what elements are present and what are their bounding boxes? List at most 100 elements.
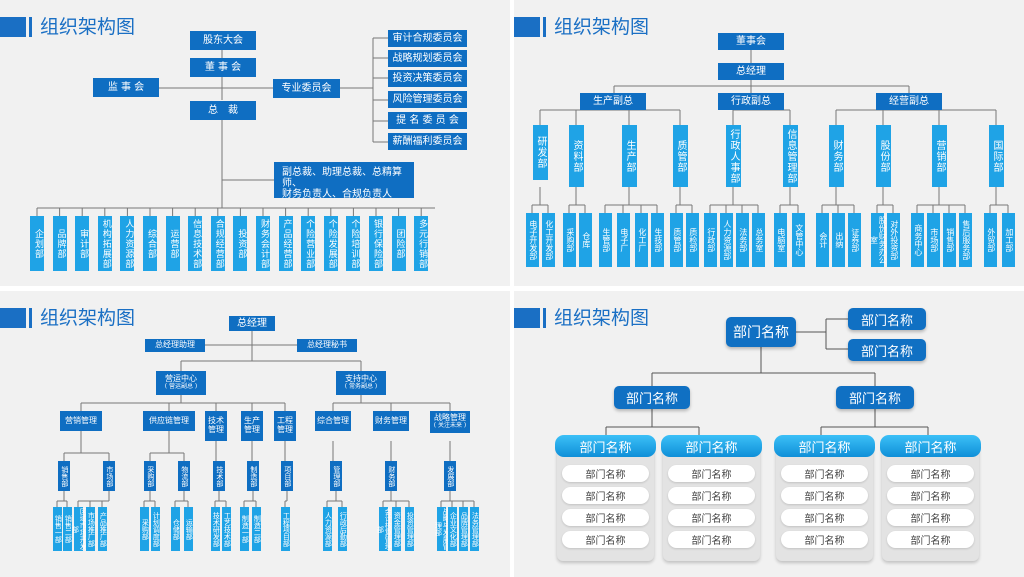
title-text: 组织架构图: [40, 307, 136, 329]
department-box: 信息管理部: [783, 125, 798, 187]
sub-department-box: 化工开发部: [542, 213, 555, 267]
committee-box: 战略规划委员会: [388, 50, 467, 67]
dept-card-header: 部门名称: [661, 435, 762, 457]
sub-department-box: 文管中心: [792, 213, 805, 267]
department-box: 财务部: [829, 125, 844, 187]
connector-lines: [531, 50, 1009, 213]
committee-hub-box: 专业委员会: [273, 79, 340, 98]
title-accent-icon: [0, 308, 26, 328]
sub-department-box: 质管部: [670, 213, 683, 267]
level3-box: 生产管理: [241, 411, 263, 441]
sub-department-box: 证券部: [848, 213, 861, 267]
top-dept-box: 部门名称: [726, 317, 796, 347]
department-box: 股份部: [876, 125, 891, 187]
side-dept-box-1: 部门名称: [848, 308, 926, 330]
dept-card-row: 部门名称: [562, 465, 649, 482]
title-accent-icon: [0, 17, 26, 37]
mid-dept-box-2: 部门名称: [836, 386, 914, 409]
org-chart-panel-2: 组织架构图 董事会 总经理 生产副总行政副总经营副总研发部资料部生产部质管部行政…: [514, 0, 1024, 286]
sub-department-box: 市场部: [927, 213, 940, 267]
side-dept-box-2: 部门名称: [848, 339, 926, 361]
vp-box: 行政副总: [718, 93, 784, 110]
sub-department-box: 化工厂: [635, 213, 648, 267]
title-text: 组织架构图: [40, 16, 136, 38]
level3-box: 财务管理: [373, 411, 409, 431]
committee-box: 提 名 委 员 会: [388, 112, 467, 129]
dept-card-row: 部门名称: [562, 531, 649, 548]
level4-box: 发展部: [444, 461, 456, 491]
connector-lines: [605, 318, 929, 435]
department-box: 企划部: [30, 216, 44, 271]
department-box: 合规经营部: [210, 216, 225, 271]
department-box: 运营部: [165, 216, 180, 271]
level5-box: 计划调度部: [151, 507, 160, 551]
level4-box: 采购部: [144, 461, 156, 491]
board-box: 董事会: [718, 33, 784, 50]
level3-box: 供应链管理: [143, 411, 195, 431]
department-box: 多元行销部: [414, 216, 429, 271]
level5-box: 制造二部: [252, 507, 261, 551]
dept-card-row: 部门名称: [781, 487, 868, 504]
department-box: 综合部: [143, 216, 157, 271]
department-box: 财务会计部: [256, 216, 270, 271]
department-box: 生产部: [622, 125, 637, 187]
department-box: 个险培训部: [346, 216, 361, 271]
title-accent-icon: [514, 17, 540, 37]
level5-box: 企业文化部: [448, 507, 457, 551]
sub-department-box: 销售部: [943, 213, 956, 267]
gm-box: 总经理: [229, 316, 275, 331]
committee-box: 投资决策委员会: [388, 70, 467, 87]
level5-box: 运输部: [184, 507, 193, 551]
sub-department-box: 股份财务办公室: [870, 213, 887, 267]
sub-department-box: 加工部: [1002, 213, 1015, 267]
department-box: 投资部: [233, 216, 248, 271]
department-box: 资料部: [569, 125, 584, 187]
sub-department-box: 仓库: [579, 213, 592, 267]
board-box: 董 事 会: [190, 58, 256, 77]
dept-card-row: 部门名称: [887, 509, 974, 526]
dept-card-row: 部门名称: [887, 465, 974, 482]
dept-card-row: 部门名称: [668, 531, 755, 548]
dept-card-header: 部门名称: [555, 435, 656, 457]
level3-box: 技术管理: [205, 411, 227, 441]
level5-box: 工艺技术部: [222, 507, 231, 551]
ops-center-box: 营运中心( 营运副总 ): [156, 371, 206, 395]
level3-box: 工程管理: [274, 411, 296, 441]
connector-lines: [56, 331, 475, 507]
sub-department-box: 电脑室: [774, 213, 787, 267]
sub-department-box: 外贸部: [984, 213, 997, 267]
level5-box: 投资管理部: [405, 507, 414, 551]
department-box: 研发部: [533, 125, 548, 180]
sub-department-box: 售后服务部: [959, 213, 972, 267]
org-chart-panel-3: 组织架构图 总经理 总经理助理 总经理秘书 营运中心( 营运副总 ) 支持中心(…: [0, 291, 510, 577]
shareholders-box: 股东大会: [190, 31, 256, 50]
org-chart-panel-1: 组织架构图 股东大会 董 事 会 监 事 会 总 裁 专业委员会 审计合规委员会…: [0, 0, 510, 286]
president-box: 总 裁: [190, 101, 256, 120]
title-text: 组织架构图: [554, 16, 650, 38]
level5-box: 销售一部: [53, 507, 62, 551]
mid-dept-box-1: 部门名称: [614, 386, 690, 409]
level5-box: 区域市场开发部: [71, 507, 88, 551]
sub-department-box: 出纳: [832, 213, 845, 267]
level5-box: 制造一部: [240, 507, 249, 551]
level4-box: 技术部: [213, 461, 225, 491]
supervisory-box: 监 事 会: [93, 78, 159, 97]
department-box: 团险部: [391, 216, 406, 271]
level3-box: 综合管理: [315, 411, 351, 431]
level5-box: 法务管理部: [470, 507, 479, 551]
department-box: 行政人事部: [726, 125, 741, 187]
level5-box: 会计核算管理部: [376, 507, 393, 551]
sub-department-box: 生管部: [599, 213, 612, 267]
dept-card-row: 部门名称: [562, 509, 649, 526]
level4-box: 项目部: [281, 461, 293, 491]
org-chart-panel-4: 组织架构图 部门名称 部门名称 部门名称 部门名称 部门名称 部门名称部门名称部…: [514, 291, 1024, 577]
dept-card-row: 部门名称: [781, 465, 868, 482]
dept-card-header: 部门名称: [880, 435, 981, 457]
department-box: 营销部: [932, 125, 947, 187]
department-box: 国际部: [989, 125, 1004, 187]
sub-department-box: 法务部: [736, 213, 749, 267]
level4-box: 财务部: [385, 461, 397, 491]
support-center-box: 支持中心( 常务副总 ): [336, 371, 386, 395]
dept-card-row: 部门名称: [668, 487, 755, 504]
department-box: 质管部: [673, 125, 688, 187]
